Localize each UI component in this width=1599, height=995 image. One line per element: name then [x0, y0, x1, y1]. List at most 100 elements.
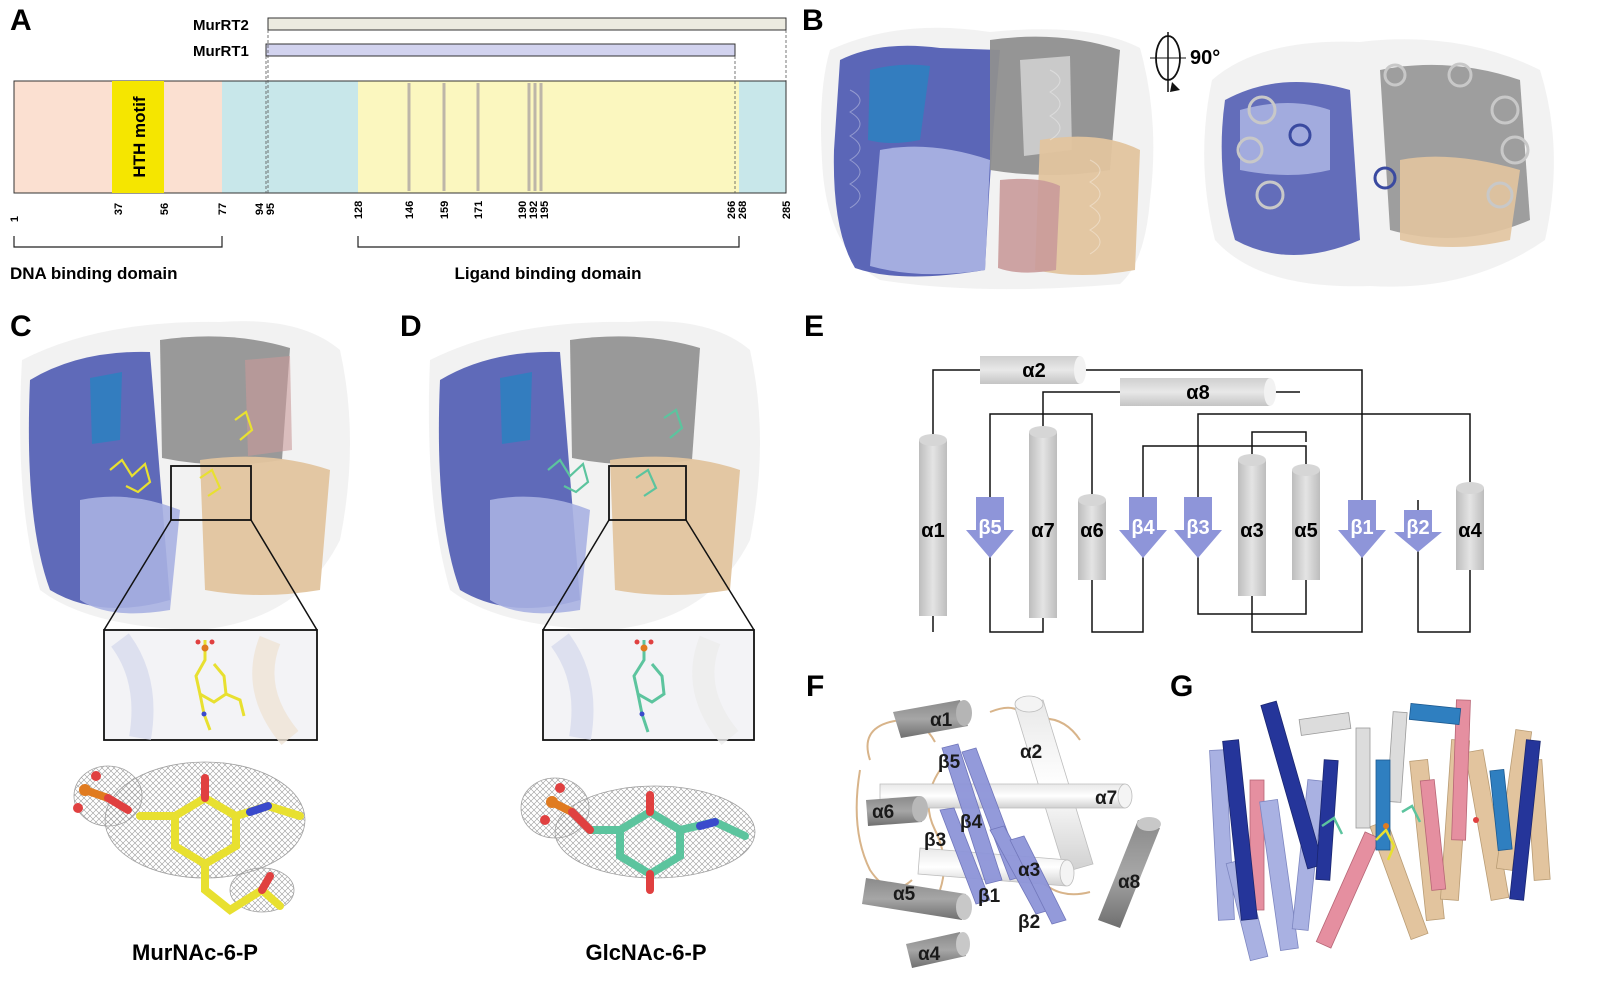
- murrt1-label: MurRT1: [193, 43, 249, 60]
- label-a5: α5: [1294, 520, 1317, 542]
- tick-label: 1: [9, 216, 21, 222]
- rotation-icon: [1150, 32, 1186, 92]
- dna-domain-bracket: [13, 236, 223, 248]
- f-label-a5: α5: [893, 884, 916, 905]
- density-map-d: [520, 777, 756, 894]
- label-a7: α7: [1031, 520, 1054, 542]
- ligand-name-d: GlcNAc-6-P: [585, 940, 706, 965]
- murrt2-bar: [267, 17, 787, 31]
- structure-view-top: [1204, 39, 1554, 287]
- panel-label-f: F: [806, 670, 824, 703]
- inset-ligand-d: [551, 633, 739, 746]
- strand-b4: [1119, 497, 1167, 558]
- strand-b3: [1174, 497, 1222, 558]
- structure-view-side: [821, 27, 1154, 290]
- label-a1: α1: [921, 520, 944, 542]
- panel-label-b: B: [802, 4, 824, 37]
- linker-region: [222, 81, 358, 193]
- tick-label: 266: [726, 201, 738, 219]
- tick-label: 128: [353, 201, 365, 219]
- strand-ribbons-f: [939, 743, 1067, 925]
- strand-b5: [966, 497, 1014, 558]
- helix-a4: α4: [1456, 482, 1484, 570]
- helix-a2: α2: [980, 356, 1086, 384]
- tick-label: 77: [217, 203, 229, 215]
- hth-motif-label: HTH motif: [130, 96, 149, 178]
- labels-f: α1 α2 β5 α7 α6 β4 β3 α3 α8 α5 β1 β2 α4: [872, 710, 1140, 965]
- label-b5: β5: [978, 517, 1001, 539]
- f-label-a7: α7: [1095, 788, 1117, 809]
- panel-g: G: [1170, 670, 1551, 962]
- tick-label: 37: [113, 203, 125, 215]
- residue-ticks: 1 37 56 77 94 95 128 146 159 171 190 192…: [9, 201, 793, 222]
- helix-a8: α8: [1120, 378, 1276, 406]
- panel-b: B 90°: [802, 4, 1554, 290]
- tick-label: 171: [473, 201, 485, 219]
- ligand-sticks-d: [547, 408, 684, 497]
- label-a8: α8: [1186, 382, 1209, 404]
- dna-domain-label: DNA binding domain: [10, 264, 177, 283]
- tick-label: 94: [254, 202, 266, 215]
- structure-view-d: [428, 321, 760, 630]
- strand-b1: [1338, 500, 1386, 558]
- tick-label: 146: [404, 201, 416, 219]
- topology-connections: [932, 369, 1471, 633]
- panel-label-d: D: [400, 310, 422, 343]
- tick-label: 56: [159, 203, 171, 215]
- f-label-a4: α4: [918, 944, 941, 965]
- strand-b2: [1394, 510, 1442, 552]
- panel-label-c: C: [10, 310, 32, 343]
- f-label-b4: β4: [960, 812, 983, 833]
- superposition-view: [1209, 699, 1551, 962]
- label-a4: α4: [1458, 520, 1482, 542]
- f-label-a6: α6: [872, 802, 894, 823]
- zoom-box-c: [170, 465, 252, 521]
- f-label-a8: α8: [1118, 872, 1140, 893]
- domain-map-frame: [13, 80, 787, 194]
- panel-label-e: E: [804, 310, 824, 343]
- helix-a5: α5: [1292, 464, 1320, 580]
- f-label-a1: α1: [930, 710, 953, 731]
- panel-c: C: [10, 310, 351, 965]
- panel-e: E α1 α7: [804, 310, 1484, 633]
- label-b1: β1: [1350, 517, 1373, 539]
- ligand-sticks-c: [109, 410, 254, 497]
- zoom-box-d: [608, 465, 687, 521]
- label-b3: β3: [1186, 517, 1209, 539]
- label-a6: α6: [1080, 520, 1103, 542]
- ligand-domain-bracket: [357, 236, 740, 248]
- ligand-binding-region: [358, 81, 739, 193]
- tick-label: 95: [265, 203, 277, 215]
- helix-a1: α1: [919, 434, 947, 616]
- strand-arrows: [966, 497, 1442, 558]
- f-label-b5: β5: [938, 752, 961, 773]
- helix-a6: α6: [1078, 494, 1106, 580]
- rotation-label: 90°: [1190, 47, 1220, 69]
- panel-d: D: [400, 310, 760, 965]
- f-label-a2: α2: [1020, 742, 1042, 763]
- f-label-b3: β3: [924, 830, 946, 851]
- panel-f: F: [806, 670, 1161, 968]
- tick-label: 192: [528, 201, 540, 219]
- helix-a7: α7: [1029, 426, 1057, 618]
- tick-label: 190: [517, 201, 529, 219]
- f-label-a3: α3: [1018, 860, 1040, 881]
- ligand-domain-label: Ligand binding domain: [455, 264, 642, 283]
- tick-label: 159: [439, 201, 451, 219]
- tick-label: 285: [781, 201, 793, 219]
- helix-cylinders-f: [862, 695, 1161, 968]
- panel-label-g: G: [1170, 670, 1193, 703]
- structure-view-c: [20, 321, 351, 630]
- c-terminal-region: [739, 81, 786, 193]
- ligand-name-c: MurNAc-6-P: [132, 940, 258, 965]
- label-a2: α2: [1022, 360, 1045, 382]
- inset-ligand-c: [111, 633, 299, 746]
- density-map-c: [73, 761, 306, 915]
- panel-a: A MurRT2 MurRT1 HTH motif: [9, 4, 793, 283]
- label-b2: β2: [1406, 517, 1429, 539]
- hth-motif-box: [112, 81, 164, 193]
- tick-label: 268: [737, 201, 749, 219]
- f-label-b1: β1: [978, 886, 1001, 907]
- murrt2-label: MurRT2: [193, 17, 249, 34]
